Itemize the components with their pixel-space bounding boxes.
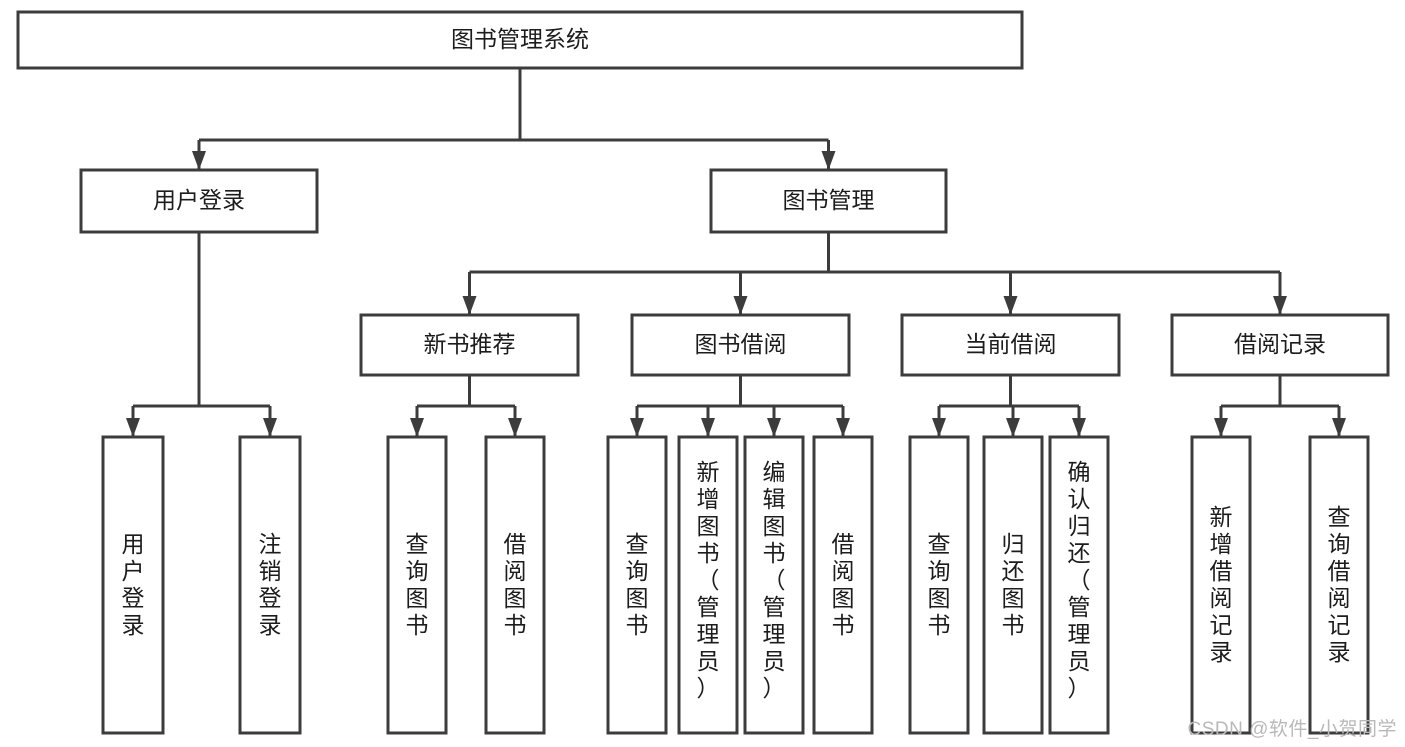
node-box bbox=[101, 435, 165, 735]
arrow-head-icon bbox=[733, 296, 748, 315]
node-box bbox=[16, 10, 1024, 70]
node-leaf-add-book[interactable]: 新增图书（管理员） bbox=[677, 435, 739, 735]
arrow-head-icon bbox=[126, 418, 140, 437]
node-box bbox=[1308, 435, 1370, 735]
node-label: 借阅图书 bbox=[504, 531, 527, 638]
arrow-head-icon bbox=[462, 296, 477, 315]
node-leaf-confirm-return[interactable]: 确认归还（管理员） bbox=[1048, 435, 1110, 735]
node-box bbox=[743, 435, 805, 735]
node-label: 查询图书 bbox=[406, 531, 429, 638]
node-label: 借阅图书 bbox=[832, 531, 855, 638]
node-label: 新增借阅记录 bbox=[1210, 504, 1233, 665]
node-box bbox=[79, 168, 319, 234]
node-box bbox=[1170, 313, 1390, 377]
node-label: 新书推荐 bbox=[424, 331, 516, 357]
arrow-head-icon bbox=[1332, 418, 1346, 437]
node-leaf-return-book[interactable]: 归还图书 bbox=[982, 435, 1044, 735]
node-label: 查询借阅记录 bbox=[1328, 504, 1351, 665]
node-label: 归还图书 bbox=[1002, 531, 1025, 638]
node-leaf-user-login[interactable]: 用户登录 bbox=[101, 435, 165, 735]
node-box bbox=[1048, 435, 1110, 735]
node-label: 图书借阅 bbox=[695, 331, 787, 357]
node-box bbox=[359, 313, 580, 377]
node-label: 注销登录 bbox=[259, 531, 282, 638]
node-box bbox=[709, 168, 948, 234]
node-label: 用户登录 bbox=[122, 531, 145, 638]
node-leaf-query-book-1[interactable]: 查询图书 bbox=[386, 435, 448, 735]
node-label: 借阅记录 bbox=[1234, 331, 1326, 357]
arrow-head-icon bbox=[508, 418, 522, 437]
arrow-head-icon bbox=[1003, 296, 1018, 315]
node-leaf-add-record[interactable]: 新增借阅记录 bbox=[1190, 435, 1252, 735]
node-box bbox=[908, 435, 970, 735]
node-box bbox=[238, 435, 302, 735]
node-leaf-user-logout[interactable]: 注销登录 bbox=[238, 435, 302, 735]
node-label: 当前借阅 bbox=[965, 331, 1057, 357]
node-box bbox=[1190, 435, 1252, 735]
node-box bbox=[606, 435, 668, 735]
node-leaf-borrow-book-1[interactable]: 借阅图书 bbox=[484, 435, 546, 735]
node-book-manage[interactable]: 图书管理 bbox=[709, 168, 948, 234]
arrow-head-icon bbox=[1006, 418, 1020, 437]
node-borrow-record[interactable]: 借阅记录 bbox=[1170, 313, 1390, 377]
node-box bbox=[812, 435, 874, 735]
arrow-head-icon bbox=[701, 418, 715, 437]
node-box bbox=[677, 435, 739, 735]
node-box bbox=[386, 435, 448, 735]
node-current-borrow[interactable]: 当前借阅 bbox=[900, 313, 1121, 377]
node-label: 查询图书 bbox=[626, 531, 649, 638]
arrow-head-icon bbox=[767, 418, 781, 437]
arrow-head-icon bbox=[821, 151, 836, 170]
arrow-head-icon bbox=[192, 151, 206, 170]
node-book-borrow[interactable]: 图书借阅 bbox=[630, 313, 851, 377]
arrow-head-icon bbox=[932, 418, 946, 437]
node-label: 用户登录 bbox=[153, 187, 245, 213]
node-label: 图书管理系统 bbox=[451, 26, 589, 52]
node-root[interactable]: 图书管理系统 bbox=[16, 10, 1024, 70]
node-new-book-rec[interactable]: 新书推荐 bbox=[359, 313, 580, 377]
arrow-head-icon bbox=[1273, 296, 1287, 315]
node-leaf-query-book-3[interactable]: 查询图书 bbox=[908, 435, 970, 735]
arrow-head-icon bbox=[630, 418, 644, 437]
node-box bbox=[630, 313, 851, 377]
node-leaf-edit-book[interactable]: 编辑图书（管理员） bbox=[743, 435, 805, 735]
node-box bbox=[900, 313, 1121, 377]
node-box bbox=[484, 435, 546, 735]
node-layer: 图书管理系统用户登录图书管理新书推荐图书借阅当前借阅借阅记录用户登录注销登录查询… bbox=[16, 10, 1390, 735]
node-label: 图书管理 bbox=[783, 187, 875, 213]
node-leaf-query-record[interactable]: 查询借阅记录 bbox=[1308, 435, 1370, 735]
edge-layer bbox=[126, 68, 1346, 437]
node-label: 新增图书（管理员） bbox=[697, 459, 720, 701]
node-user-login[interactable]: 用户登录 bbox=[79, 168, 319, 234]
arrow-head-icon bbox=[1214, 418, 1228, 437]
node-leaf-borrow-book-2[interactable]: 借阅图书 bbox=[812, 435, 874, 735]
node-label: 查询图书 bbox=[928, 531, 951, 638]
watermark-text: CSDN @软件_小贺同学 bbox=[1187, 719, 1397, 740]
node-label: 确认归还（管理员） bbox=[1068, 459, 1091, 701]
node-label: 编辑图书（管理员） bbox=[763, 459, 786, 701]
node-leaf-query-book-2[interactable]: 查询图书 bbox=[606, 435, 668, 735]
arrow-head-icon bbox=[836, 418, 850, 437]
node-box bbox=[982, 435, 1044, 735]
arrow-head-icon bbox=[263, 418, 277, 437]
arrow-head-icon bbox=[1072, 418, 1086, 437]
arrow-head-icon bbox=[410, 418, 424, 437]
